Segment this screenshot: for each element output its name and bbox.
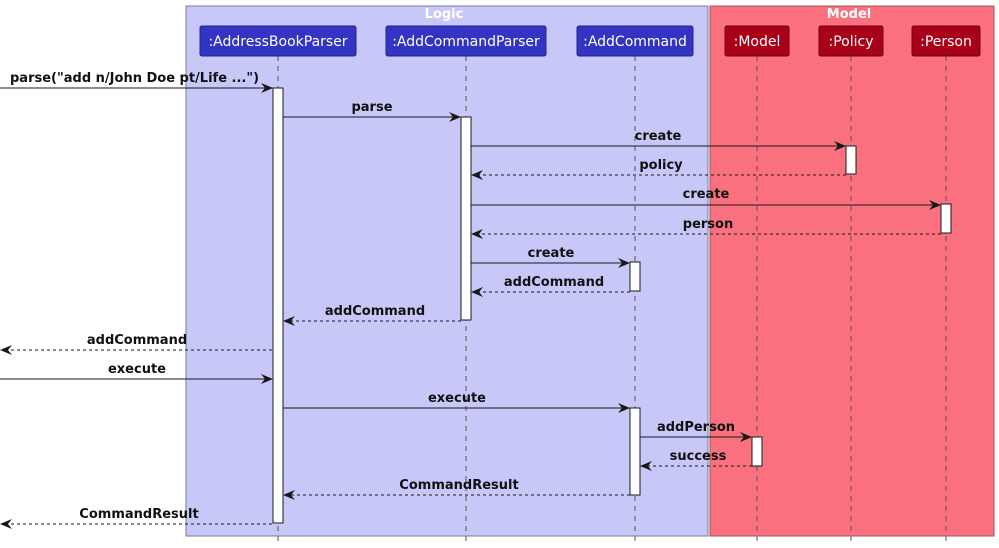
message-execute-in: execute (0, 362, 273, 384)
message-parse: parse (283, 100, 461, 122)
participant-model: :Model (724, 25, 790, 57)
participant-box (199, 25, 357, 57)
message-create-add-command: create (471, 246, 630, 268)
message-label: CommandResult (79, 507, 198, 522)
activation-add-command-parser (460, 116, 472, 321)
activation-add-command-execute (629, 407, 641, 496)
message-label: addCommand (325, 304, 425, 319)
activation-add-command-create (629, 261, 641, 292)
participant-person: :Person (911, 25, 981, 57)
participant-box (724, 25, 790, 57)
message-label: addCommand (504, 275, 604, 290)
message-label: execute (108, 362, 166, 377)
message-label: create (635, 129, 682, 144)
model-box-title: Model (827, 7, 871, 22)
activation-model (751, 436, 763, 467)
message-label: parse("add n/John Doe pt/Life ...") (10, 71, 259, 86)
activation-policy (845, 145, 857, 175)
participant-box (818, 25, 884, 57)
message-label: policy (639, 158, 683, 173)
participant-label: :Person (920, 34, 972, 50)
message-label: create (528, 246, 575, 261)
participant-label: :Model (734, 34, 781, 50)
message-label: addPerson (657, 420, 735, 435)
message-return-add-command-out: addCommand (0, 333, 272, 355)
message-success: success (640, 449, 752, 471)
participant-add-command: :AddCommand (576, 25, 694, 57)
message-parse-command: parse("add n/John Doe pt/Life ...") (0, 71, 273, 93)
message-label: person (683, 217, 733, 232)
participant-box (576, 25, 694, 57)
message-return-policy: policy (471, 158, 846, 180)
message-create-person: create (471, 187, 941, 210)
message-label: addCommand (87, 333, 187, 348)
participant-label: :Policy (829, 34, 874, 50)
participant-box (385, 25, 547, 57)
message-label: parse (351, 100, 392, 115)
participant-label: :AddressBookParser (208, 34, 347, 50)
message-label: CommandResult (399, 478, 518, 493)
participant-label: :AddCommandParser (392, 34, 540, 50)
message-command-result-out: CommandResult (0, 507, 272, 529)
participant-address-book-parser: :AddressBookParser (199, 25, 357, 57)
message-return-add-command: addCommand (471, 275, 630, 297)
message-command-result: CommandResult (283, 478, 630, 500)
participant-label: :AddCommand (583, 34, 687, 50)
activation-address-book-parser (272, 87, 284, 524)
participant-box (911, 25, 981, 57)
message-return-person: person (471, 217, 941, 239)
message-label: create (683, 187, 730, 202)
activations (272, 87, 952, 524)
participant-add-command-parser: :AddCommandParser (385, 25, 547, 57)
message-return-add-command-to-parser: addCommand (283, 304, 461, 326)
message-execute: execute (283, 391, 630, 413)
activation-person (940, 203, 952, 234)
logic-box-title: Logic (425, 7, 464, 22)
message-add-person: addPerson (640, 420, 752, 442)
participant-policy: :Policy (818, 25, 884, 57)
message-create-policy: create (471, 129, 846, 151)
message-label: execute (428, 391, 486, 406)
message-label: success (670, 449, 727, 464)
